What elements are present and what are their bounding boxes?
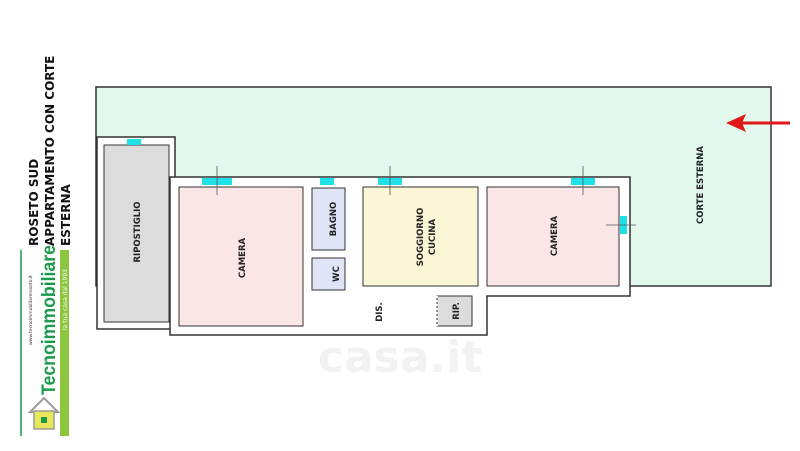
label-corte-esterna: CORTE ESTERNA [696, 146, 706, 224]
entrance-arrow-icon [726, 114, 790, 132]
house-icon [27, 396, 61, 430]
label-camera-left: CAMERA [238, 237, 248, 278]
bagno-room [311, 187, 346, 251]
rip-room [436, 295, 473, 327]
label-ripostiglio: RIPOSTIGLIO [133, 201, 143, 262]
logo-tagline: la tua casa dal 1993 [62, 269, 69, 330]
title-line2: APPARTAMENTO CON CORTE [43, 56, 57, 246]
watermark: casa.it [318, 332, 482, 383]
wc-room [311, 257, 346, 291]
label-soggiorno: SOGGIORNO [416, 208, 426, 267]
title-line3: ESTERNA [59, 183, 73, 246]
title-line1: ROSETO SUD [27, 159, 41, 246]
label-cucina: CUCINA [428, 218, 438, 255]
camera-left-room [178, 186, 304, 327]
window [320, 178, 334, 185]
logo: la tua casa dal 1993 www.tecnoimmobiliar… [20, 245, 69, 436]
soggiorno-room [362, 186, 479, 287]
label-camera-right: CAMERA [550, 215, 560, 256]
label-bagno: BAGNO [329, 202, 339, 236]
logo-brand: Tecnoimmobiliare [39, 245, 60, 395]
window [127, 139, 141, 145]
label-rip: RIP. [452, 302, 462, 320]
label-wc: WC [332, 266, 342, 282]
logo-website: www.tecnoimmobiliareroseto.it [28, 275, 34, 345]
label-dis: DIS. [375, 302, 385, 322]
camera-right-room [486, 186, 620, 287]
